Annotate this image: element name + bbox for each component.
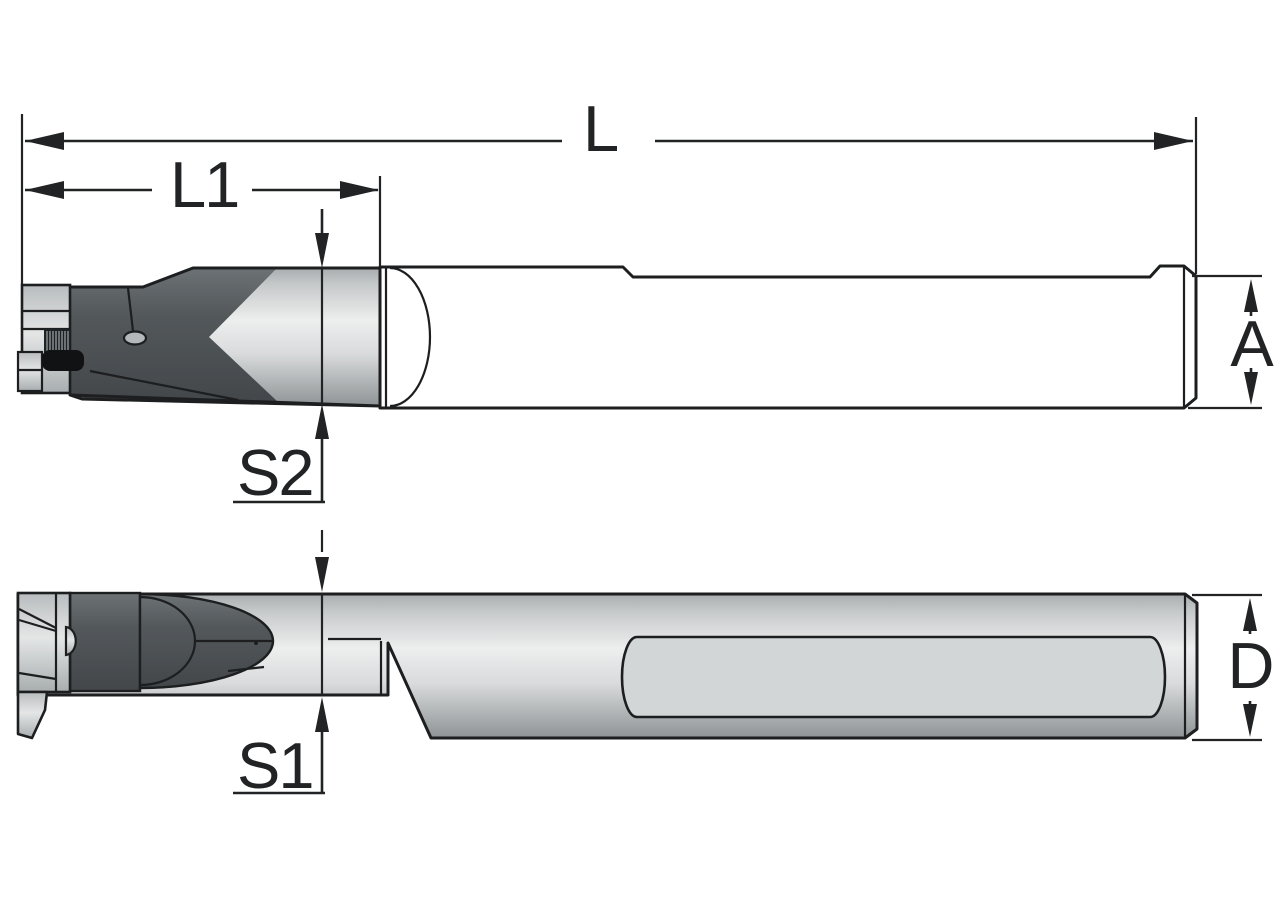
- L-arrowhead-left: [25, 132, 64, 150]
- S1-arrowhead-up: [315, 697, 329, 732]
- shank-body: [378, 264, 1198, 410]
- A-arrowhead-up: [1244, 279, 1258, 312]
- insert-body: [16, 591, 72, 694]
- dim-label-L: L: [583, 92, 617, 165]
- side-view-drawing: [16, 264, 1198, 410]
- dimension-L: L: [20, 92, 1198, 284]
- head-dark-wedge: [70, 268, 278, 402]
- head-outline: [68, 266, 382, 408]
- insert-edge-line-3: [18, 671, 57, 681]
- D-arrowhead-up: [1243, 598, 1257, 631]
- insert-lower-block: [16, 350, 44, 393]
- insert-edge-line-2: [18, 618, 57, 633]
- top-view-drawing: [16, 591, 1199, 740]
- dimension-A: A: [1188, 274, 1276, 410]
- dimension-L1: L1: [25, 148, 382, 266]
- shank-end-cap-arc: [389, 266, 432, 408]
- L1-arrowhead-left: [25, 181, 64, 199]
- insert-clamp-notch: [64, 625, 77, 657]
- dimension-D: D: [1192, 593, 1274, 742]
- dim-label-S1: S1: [237, 729, 313, 802]
- S2-arrowhead-up: [315, 404, 329, 439]
- L-arrowhead-right: [1154, 132, 1193, 150]
- dim-label-D: D: [1228, 629, 1273, 702]
- dimension-S2: S2: [233, 209, 329, 552]
- pocket-flat: [620, 635, 1167, 719]
- dome-dot: [254, 641, 258, 645]
- D-arrowhead-down: [1243, 704, 1257, 737]
- A-arrowhead-down: [1244, 372, 1258, 405]
- S1-arrowhead-down: [315, 557, 329, 592]
- head-block: [68, 591, 142, 693]
- L1-arrowhead-right: [340, 181, 379, 199]
- dome-tick-line: [227, 665, 265, 673]
- knurl-ridges: [46, 331, 69, 355]
- wedge-jaw-line: [89, 369, 239, 402]
- insert-tooth: [16, 690, 49, 740]
- S2-arrowhead-down: [315, 233, 329, 268]
- dim-label-S2: S2: [237, 436, 313, 509]
- screw-head: [42, 350, 84, 371]
- pivot-hole: [122, 330, 148, 346]
- dim-label-A: A: [1230, 307, 1274, 380]
- insert-edge-line-1: [18, 608, 57, 629]
- wedge-top-seam: [126, 287, 135, 332]
- dim-label-L1: L1: [170, 148, 238, 221]
- dimension-S1: S1: [233, 557, 329, 802]
